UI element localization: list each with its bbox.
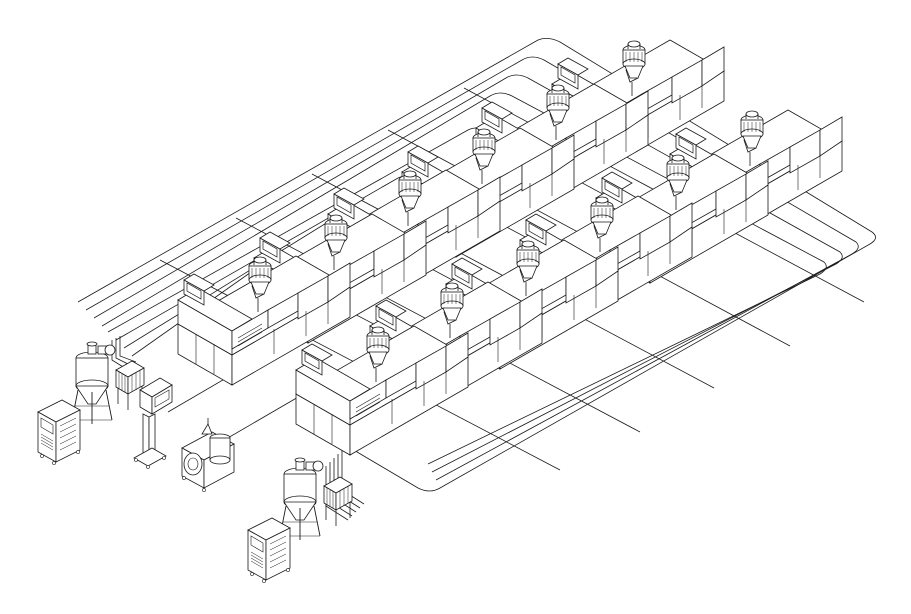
filter-bank	[323, 476, 353, 527]
dehumidifier-cabinet	[247, 517, 291, 583]
auxiliary-group-center	[133, 377, 235, 493]
auxiliary-group-bottom	[247, 457, 353, 583]
dehumidifier-cabinet	[37, 399, 81, 466]
auxiliary-group-left	[37, 341, 145, 466]
vacuum-pump-unit	[181, 417, 235, 493]
control-panel	[133, 377, 173, 469]
